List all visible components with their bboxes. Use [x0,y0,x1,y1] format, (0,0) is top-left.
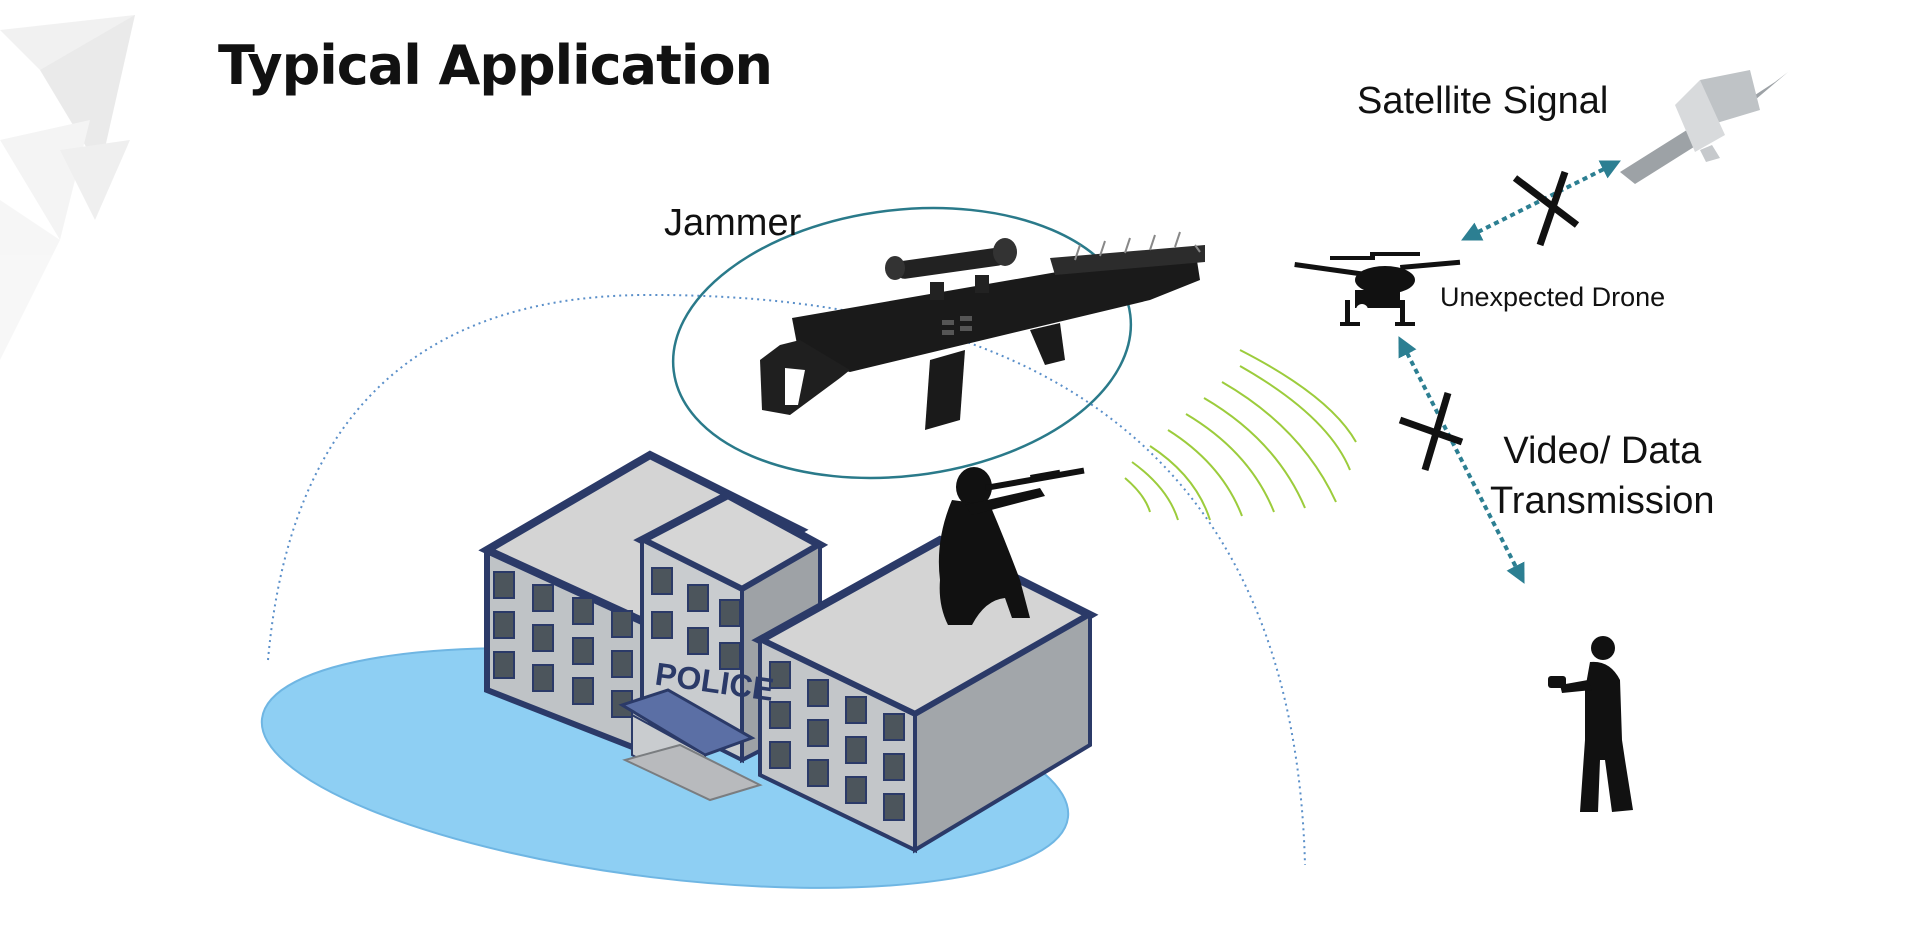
coverage-dome [267,293,1306,866]
satellite-signal-label: Satellite Signal [1357,80,1609,122]
drone-icon [1294,252,1461,326]
unexpected-drone-label: Unexpected Drone [1440,282,1666,312]
blocked-cross-icon [1512,170,1580,247]
background-shard-logo [0,15,135,360]
video-data-link-arrow [1398,336,1525,584]
police-building-icon: POLICE [478,450,1099,854]
jammer-coverage-ring [671,206,1133,480]
satellite-icon [1620,70,1788,184]
blocked-cross-icon [1398,391,1464,472]
video-data-line-2: Transmission [1490,480,1715,522]
operator-silhouette-icon [1548,636,1633,812]
jammer-gun-icon [760,231,1205,430]
page-title: Typical Application [218,34,773,97]
jammer-label: Jammer [664,202,802,244]
sniper-silhouette-icon [938,467,1085,625]
video-data-transmission-label: Video/ Data Transmission [1490,426,1715,526]
video-data-line-1: Video/ Data [1503,430,1702,472]
jamming-signal-waves [1124,349,1357,521]
